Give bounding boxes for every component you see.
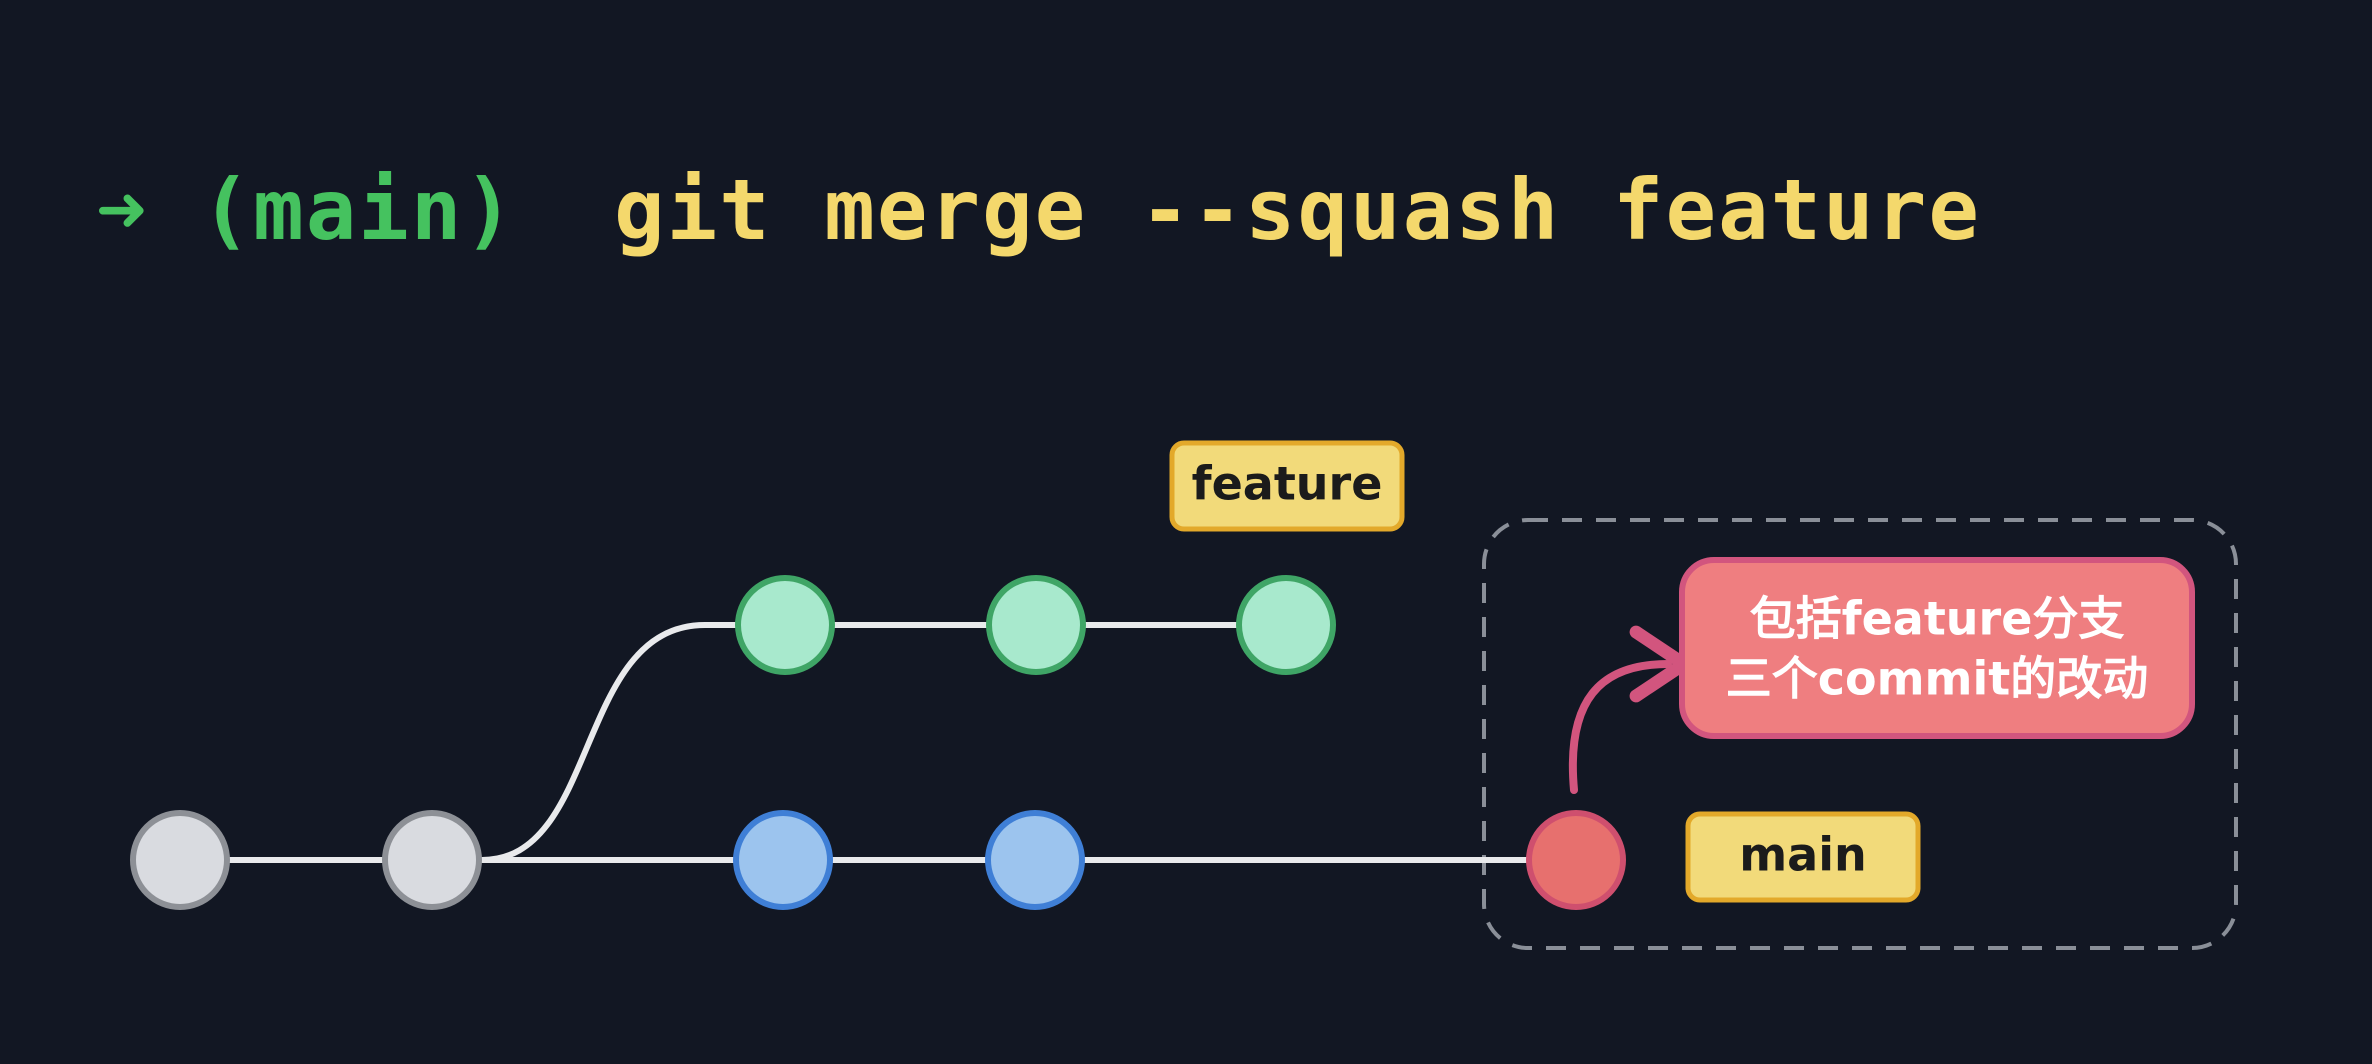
feature-label-text: feature	[1192, 457, 1383, 511]
callout-line-2: 三个commit的改动	[1726, 652, 2149, 706]
feature-commit	[986, 575, 1086, 675]
main-commit	[985, 810, 1085, 910]
base-commit	[382, 810, 482, 910]
command-text: git merge --squash feature	[614, 161, 1981, 259]
prompt-arrow-icon: ➜	[96, 161, 149, 259]
feature-commit	[1236, 575, 1336, 675]
squash-commit	[1526, 810, 1626, 910]
squash-callout: 包括feature分支 三个commit的改动	[1679, 557, 2195, 739]
main-label-text: main	[1739, 828, 1867, 882]
main-commit	[733, 810, 833, 910]
callout-arrow-icon	[1568, 625, 1691, 794]
callout-line-1: 包括feature分支	[1750, 592, 2125, 646]
terminal-command: ➜ (main) git merge --squash feature	[96, 150, 1981, 270]
squash-region	[1482, 518, 2238, 950]
feature-branch-curve	[481, 622, 706, 863]
feature-branch-label: feature	[1169, 440, 1405, 532]
main-branch-label: main	[1685, 811, 1921, 903]
base-commit	[130, 810, 230, 910]
feature-commit	[735, 575, 835, 675]
prompt-branch: (main)	[200, 161, 517, 259]
